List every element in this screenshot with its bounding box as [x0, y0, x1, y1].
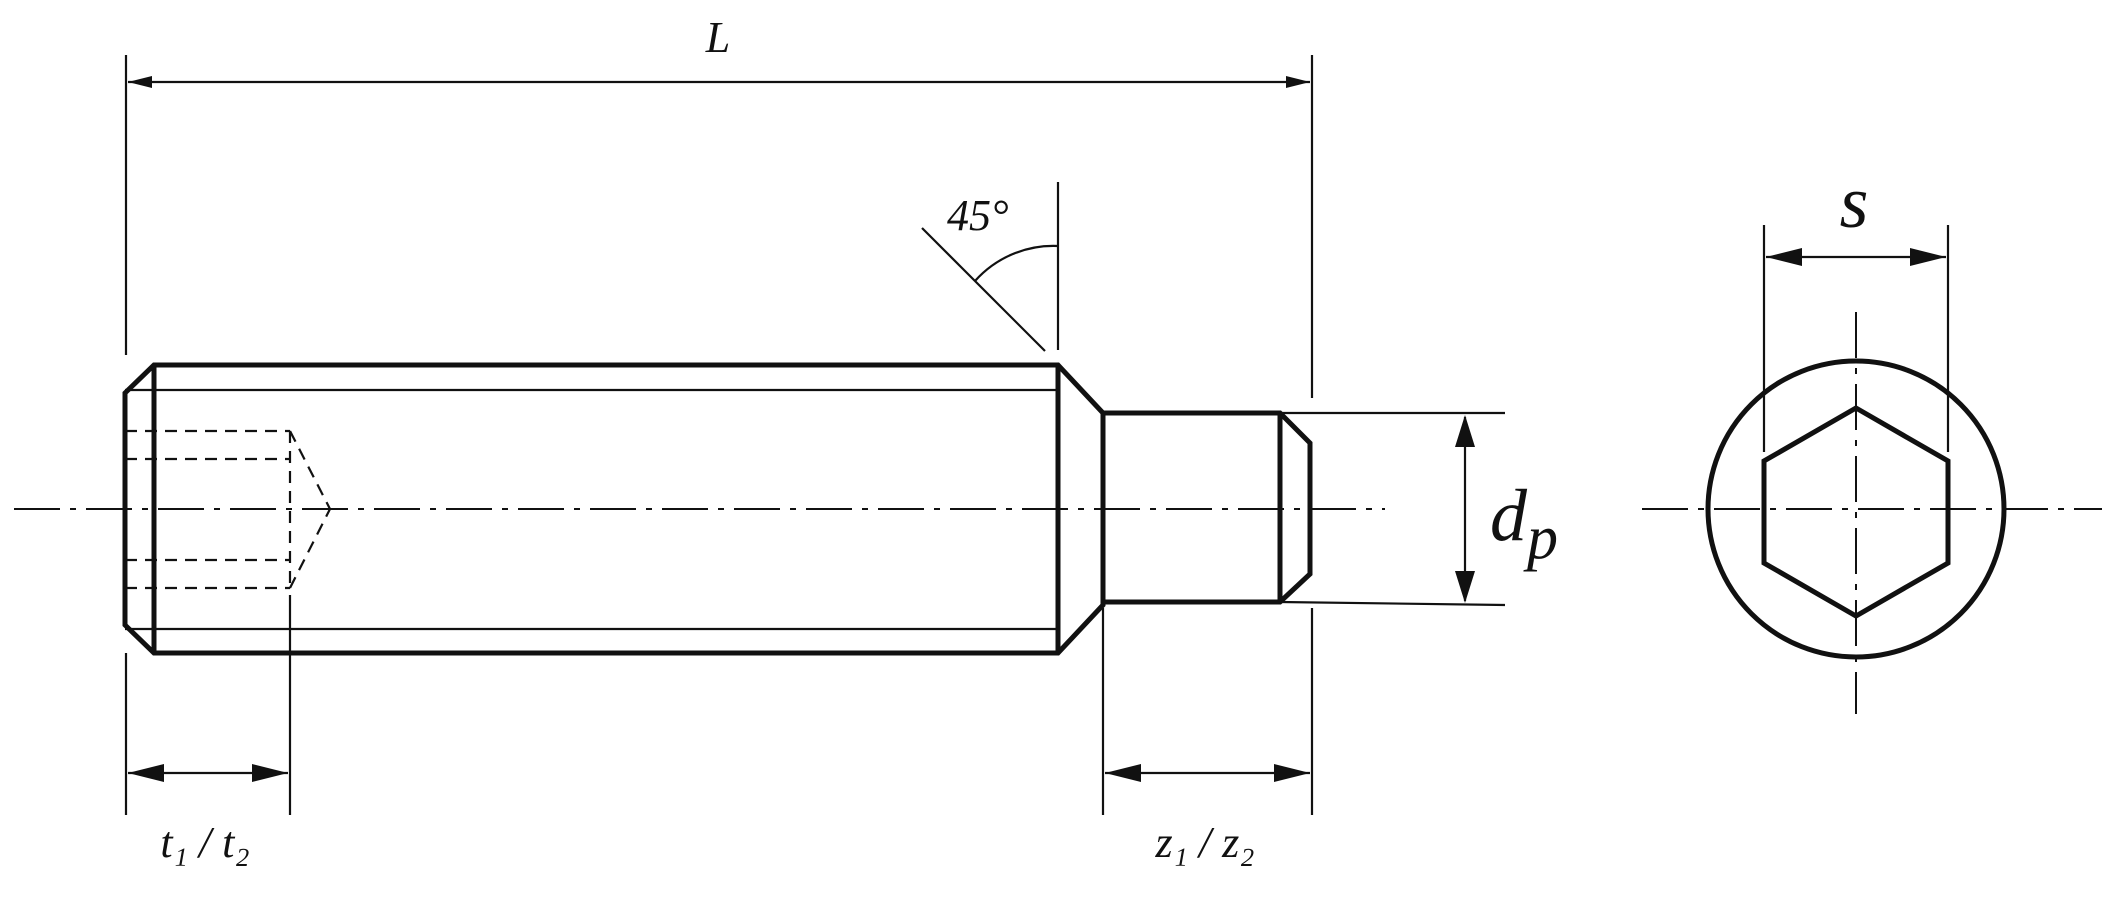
- hidden-socket: [125, 429, 331, 590]
- dimension-t: t₁ / t₂: [124, 595, 292, 867]
- dimension-dp-label: d: [1490, 475, 1528, 557]
- dimension-s-label: s: [1840, 162, 1869, 244]
- dimension-L-label: L: [705, 13, 730, 62]
- chamfer-angle-dimension: 45°: [921, 182, 1060, 352]
- dimension-z: z₁ / z₂: [1101, 608, 1314, 867]
- hexagon-socket: [1761, 405, 1951, 619]
- end-view-outer-circle: [1705, 358, 2007, 660]
- side-view: [14, 362, 1385, 656]
- dimension-dp-subscript: p: [1523, 504, 1558, 572]
- dimension-z-label: z₁ / z₂: [1154, 818, 1254, 867]
- dimension-L: L: [124, 13, 1314, 398]
- dimension-t-label: t₁ / t₂: [160, 818, 249, 867]
- end-view: [1642, 312, 2102, 714]
- svg-text:dp: dp: [1490, 475, 1558, 572]
- angle-label: 45°: [947, 191, 1009, 240]
- dimension-s: s: [1762, 162, 1950, 452]
- dimension-dp: dp: [1279, 411, 1558, 607]
